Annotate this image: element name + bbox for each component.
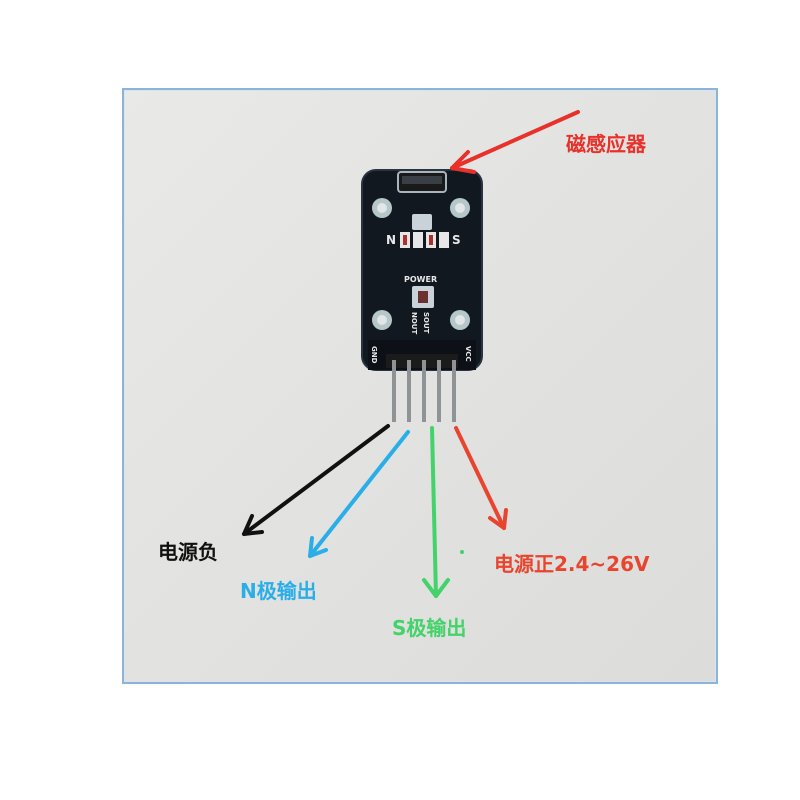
mounting-hole — [372, 198, 470, 330]
pcb-power-label: POWER — [404, 275, 437, 284]
pcb-vcc-label: VCC — [464, 346, 472, 362]
pcb-gnd-label: GND — [370, 346, 378, 364]
power-positive-label: 电源正2.4~26V — [494, 552, 650, 576]
pcb-sout-label: SOUT — [422, 312, 430, 334]
s-pole-output-label: S极输出 — [392, 616, 467, 640]
n-pole-output-label: N极输出 — [240, 579, 317, 603]
pcb-n-mark: N — [386, 233, 396, 247]
gnd-arrow — [242, 424, 390, 536]
n-output-arrow — [308, 430, 410, 558]
sensor-arrow — [450, 110, 580, 170]
s-output-arrow — [430, 426, 438, 598]
pcb-nout-label: NOUT — [410, 312, 418, 334]
power-negative-label: 电源负 — [158, 540, 218, 564]
sensor-label: 磁感应器 — [566, 132, 646, 156]
pcb-board: N S POWER NOUT SOUT GND VCC — [361, 169, 483, 371]
pcb-s-mark: S — [452, 233, 461, 247]
vcc-arrow — [454, 426, 506, 530]
header-pins — [386, 354, 458, 422]
led-pads — [400, 214, 449, 308]
